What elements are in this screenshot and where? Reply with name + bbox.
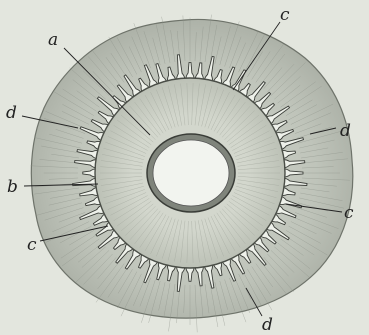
label-b: b — [7, 177, 18, 197]
label-c-top: c — [280, 5, 290, 25]
label-c-left: c — [27, 235, 37, 255]
label-c-right: c — [344, 203, 354, 223]
label-d-right: d — [340, 121, 351, 141]
central-lumen — [153, 140, 229, 206]
label-a: a — [48, 30, 58, 50]
label-d-bottom: d — [262, 315, 273, 335]
label-d-left: d — [6, 103, 17, 123]
